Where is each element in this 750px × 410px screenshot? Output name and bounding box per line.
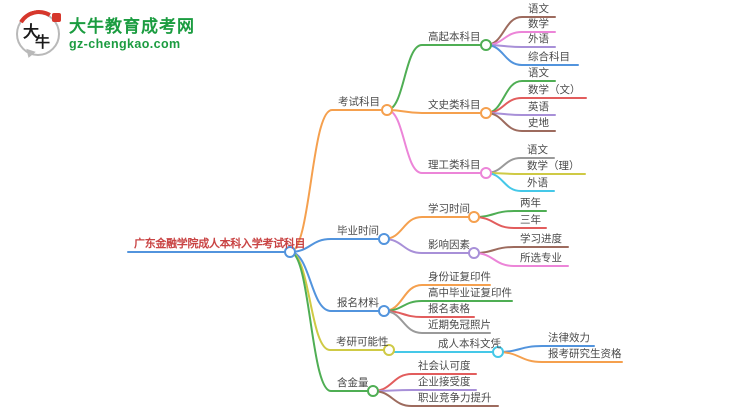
edge-shuxueli bbox=[485, 172, 586, 175]
node-label-biaoge[interactable]: 报名表格 bbox=[428, 303, 470, 315]
logo-url: gz-chengkao.com bbox=[69, 36, 181, 51]
root-topic[interactable]: 广东金融学院成人本科入学考试科目 bbox=[134, 238, 306, 250]
node-label-liangnian[interactable]: 两年 bbox=[520, 197, 541, 209]
logo-title: 大牛教育成考网 bbox=[69, 16, 195, 36]
logo-char-da: 大 bbox=[23, 24, 40, 41]
node-toggle-ligong[interactable] bbox=[480, 167, 492, 179]
node-label-ligong[interactable]: 理工类科目 bbox=[428, 159, 481, 171]
site-logo[interactable]: 大 牛 大牛教育成考网 gz-chengkao.com bbox=[11, 5, 195, 65]
node-label-biyezheng[interactable]: 高中毕业证复印件 bbox=[428, 287, 512, 299]
node-toggle-gaoqi[interactable] bbox=[480, 39, 492, 51]
node-toggle-root[interactable] bbox=[284, 246, 296, 258]
node-label-kaoshi[interactable]: 考试科目 bbox=[338, 96, 380, 108]
edge-xuexi bbox=[383, 216, 469, 240]
node-toggle-yingxiang[interactable] bbox=[468, 247, 480, 259]
node-label-zhaopian[interactable]: 近期免冠照片 bbox=[428, 319, 491, 331]
node-label-zonghe[interactable]: 综合科目 bbox=[528, 51, 570, 63]
node-label-shehui[interactable]: 社会认可度 bbox=[418, 360, 471, 372]
node-label-shuxue1[interactable]: 数学 bbox=[528, 18, 549, 30]
node-label-qiye[interactable]: 企业接受度 bbox=[418, 376, 471, 388]
node-label-wenshi[interactable]: 文史类科目 bbox=[428, 99, 481, 111]
node-label-yingxiang[interactable]: 影响因素 bbox=[428, 239, 470, 251]
node-label-shuxueli[interactable]: 数学（理） bbox=[527, 160, 580, 172]
node-label-yuwen3[interactable]: 语文 bbox=[527, 144, 548, 156]
logo-text-block: 大牛教育成考网 gz-chengkao.com bbox=[69, 17, 195, 52]
edge-hanjin bbox=[289, 251, 368, 392]
node-label-jindu[interactable]: 学习进度 bbox=[520, 233, 562, 245]
node-label-zige[interactable]: 报考研究生资格 bbox=[548, 348, 622, 360]
node-label-shenfenzheng[interactable]: 身份证复印件 bbox=[428, 271, 491, 283]
node-label-zhiye[interactable]: 职业竞争力提升 bbox=[418, 392, 492, 404]
node-label-shuxuewen[interactable]: 数学（文） bbox=[528, 84, 581, 96]
node-label-kaoyan[interactable]: 考研可能性 bbox=[336, 336, 389, 348]
daniu-bubble-logo-icon: 大 牛 bbox=[11, 5, 67, 65]
edge-qiye bbox=[372, 389, 477, 392]
node-label-xuexi[interactable]: 学习时间 bbox=[428, 203, 470, 215]
node-label-hanjin[interactable]: 含金量 bbox=[337, 377, 369, 389]
edge-zige bbox=[497, 351, 623, 363]
node-toggle-kaoshi[interactable] bbox=[381, 104, 393, 116]
node-label-yingyu[interactable]: 英语 bbox=[528, 101, 549, 113]
node-label-yuwen2[interactable]: 语文 bbox=[528, 67, 549, 79]
node-label-gaoqi[interactable]: 高起本科目 bbox=[428, 31, 481, 43]
node-toggle-wenping[interactable] bbox=[492, 346, 504, 358]
node-label-yuwen1[interactable]: 语文 bbox=[528, 3, 549, 15]
node-toggle-wenshi[interactable] bbox=[480, 107, 492, 119]
edge-kaoshi bbox=[289, 109, 382, 253]
node-label-baoming[interactable]: 报名材料 bbox=[337, 297, 379, 309]
node-toggle-baoming[interactable] bbox=[378, 305, 390, 317]
node-toggle-xuexi[interactable] bbox=[468, 211, 480, 223]
logo-char-niu: 牛 bbox=[34, 34, 50, 51]
node-label-waiyu3[interactable]: 外语 bbox=[527, 177, 548, 189]
edge-gaoqi bbox=[386, 44, 481, 111]
node-label-waiyu1[interactable]: 外语 bbox=[528, 33, 549, 45]
logo-red-seal-icon bbox=[52, 13, 61, 22]
node-toggle-biye[interactable] bbox=[378, 233, 390, 245]
node-label-biye[interactable]: 毕业时间 bbox=[337, 225, 379, 237]
node-label-falv[interactable]: 法律效力 bbox=[548, 332, 590, 344]
node-label-zhuanye[interactable]: 所选专业 bbox=[520, 252, 562, 264]
node-toggle-hanjin[interactable] bbox=[367, 385, 379, 397]
node-label-sannian[interactable]: 三年 bbox=[520, 214, 541, 226]
node-label-shidi[interactable]: 史地 bbox=[528, 117, 549, 129]
node-label-wenping[interactable]: 成人本科文凭 bbox=[438, 338, 501, 350]
node-toggle-kaoyan[interactable] bbox=[383, 344, 395, 356]
